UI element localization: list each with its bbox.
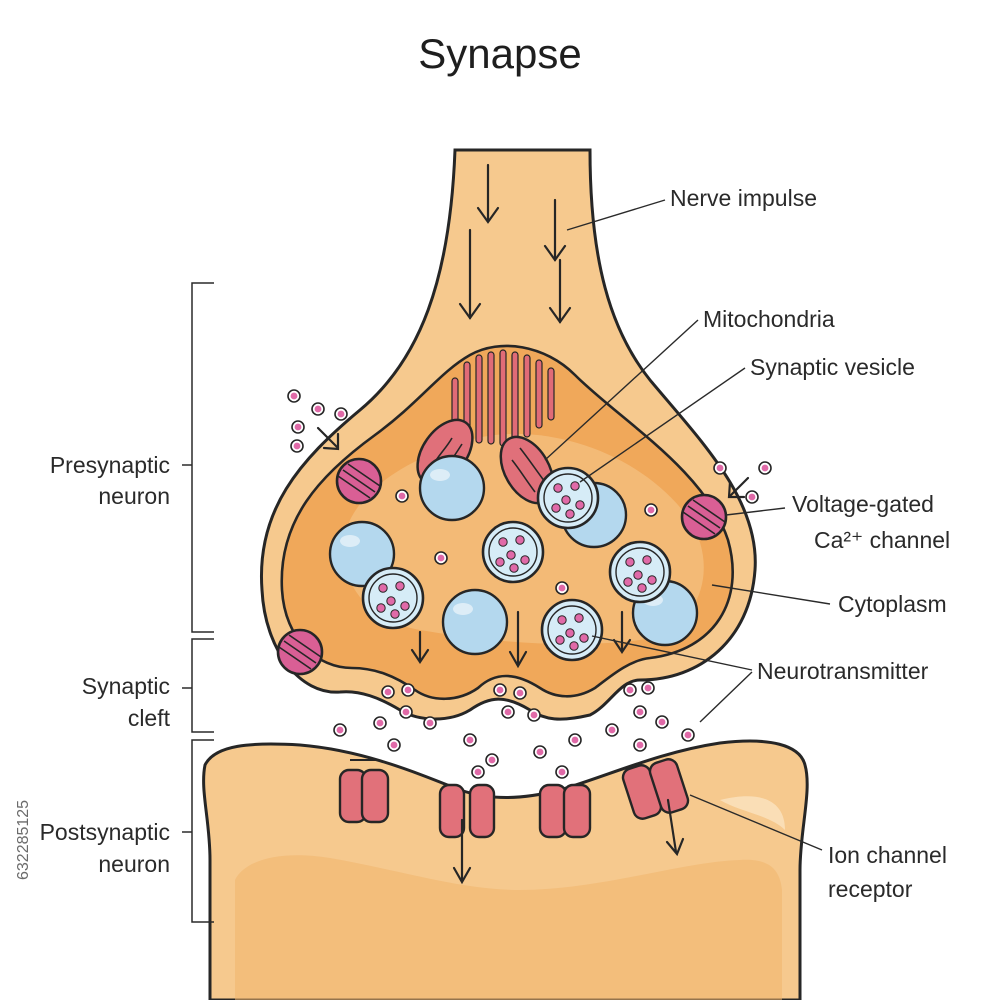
ca-influx-arrows: [316, 426, 750, 499]
ion-flow-arrows: [452, 798, 685, 885]
ion-channel-receptor: [621, 758, 690, 820]
ca-channel-left-lower: [276, 628, 324, 676]
leader-neurotransmitter-cleft: [699, 671, 753, 723]
nerve-impulse-arrows: [458, 163, 572, 324]
ca-channel-left-upper: [335, 457, 383, 505]
leader-nerve-impulse: [566, 199, 666, 231]
leader-ca-channel: [725, 507, 786, 516]
leader-cytoplasm: [711, 584, 831, 605]
ion-channel-receptor: [438, 783, 496, 839]
label-nerve-impulse: Nerve impulse: [670, 185, 817, 211]
ion-channel-receptor: [338, 759, 390, 824]
cytoskeleton-filaments: [451, 349, 555, 447]
diagram-title: Synapse: [418, 30, 581, 77]
leader-ion-channel: [689, 794, 823, 851]
label-presynaptic-line2: neuron: [98, 483, 170, 509]
label-postsynaptic-line1: Postsynaptic: [40, 819, 170, 845]
label-ion-channel-line2: receptor: [828, 876, 913, 902]
bracket-postsynaptic: [182, 739, 214, 923]
label-cytoplasm: Cytoplasm: [838, 591, 947, 617]
release-arrows: [410, 610, 632, 669]
label-neurotransmitter: Neurotransmitter: [757, 658, 929, 684]
label-voltage-gated-line2: Ca²⁺ channel: [814, 527, 950, 553]
label-synaptic-vesicle: Synaptic vesicle: [750, 354, 915, 380]
leader-synaptic-vesicle: [579, 367, 746, 483]
label-presynaptic-line1: Presynaptic: [50, 452, 170, 478]
label-voltage-gated-line1: Voltage-gated: [792, 491, 934, 517]
label-mitochondria: Mitochondria: [703, 306, 835, 332]
label-postsynaptic-line2: neuron: [98, 851, 170, 877]
label-ion-channel-line1: Ion channel: [828, 842, 947, 868]
label-cleft-line2: cleft: [128, 705, 171, 731]
bracket-cleft: [182, 638, 214, 733]
vesicle-neurotransmitters: [376, 481, 657, 651]
stock-id: 632285125: [15, 800, 32, 880]
postsynaptic-neuron: [202, 739, 809, 1000]
label-cleft-line1: Synaptic: [82, 673, 170, 699]
bracket-presynaptic: [182, 282, 214, 633]
leader-neurotransmitter-vesicle: [591, 635, 753, 671]
ca-channel-right: [680, 493, 728, 541]
leader-mitochondria: [544, 319, 699, 461]
ion-channel-receptor: [538, 783, 592, 839]
